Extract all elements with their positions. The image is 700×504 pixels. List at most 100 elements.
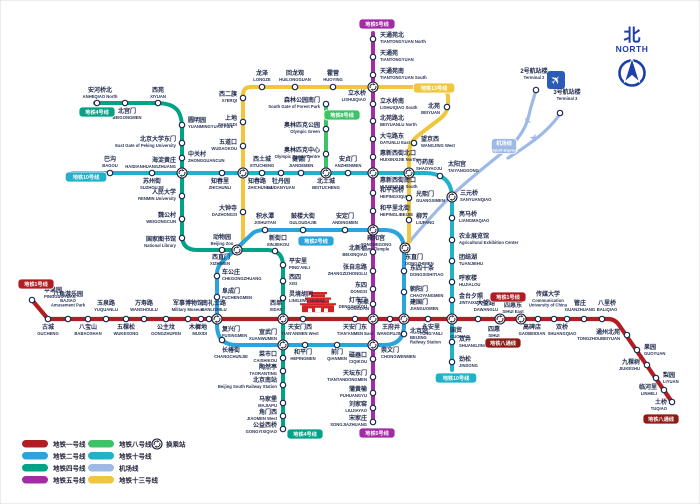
svg-text:地铁2号线: 地铁2号线 xyxy=(304,237,328,245)
svg-text:和平西桥: 和平西桥 xyxy=(379,186,405,194)
svg-text:苹果园: 苹果园 xyxy=(44,286,62,294)
svg-text:HUOYING: HUOYING xyxy=(323,77,343,82)
svg-text:阜成门: 阜成门 xyxy=(222,287,240,295)
legend-item: 地铁一号线 xyxy=(22,439,86,448)
legend-swatch-icon xyxy=(88,464,114,472)
svg-text:积水潭: 积水潭 xyxy=(256,212,274,220)
svg-text:GULOUDAJIE: GULOUDAJIE xyxy=(289,220,317,225)
svg-text:GUCHENG: GUCHENG xyxy=(37,331,58,336)
transfer-station-icon xyxy=(277,339,289,351)
svg-text:Olympic Sports Centre: Olympic Sports Centre xyxy=(275,154,321,159)
svg-text:SHAOYAOJU: SHAOYAOJU xyxy=(416,166,442,171)
svg-text:万寿路: 万寿路 xyxy=(134,299,154,307)
svg-text:果园: 果园 xyxy=(643,343,656,351)
svg-text:崇文门: 崇文门 xyxy=(381,346,399,354)
svg-text:太阳宫: 太阳宫 xyxy=(447,160,466,168)
svg-text:SHANGDI: SHANGDI xyxy=(218,122,237,127)
svg-text:八里桥: 八里桥 xyxy=(597,299,617,307)
svg-text:回龙观: 回龙观 xyxy=(286,69,304,77)
svg-text:东四: 东四 xyxy=(355,281,367,289)
svg-text:西直门: 西直门 xyxy=(212,253,230,261)
svg-text:XI'ERQI: XI'ERQI xyxy=(222,98,237,103)
svg-text:QIANMEN: QIANMEN xyxy=(327,356,347,361)
svg-text:大望路: 大望路 xyxy=(477,299,496,307)
svg-text:永安里: 永安里 xyxy=(421,323,440,331)
svg-text:BAJIAO: BAJIAO xyxy=(60,298,77,303)
svg-text:TIANTANDONGMEN: TIANTANDONGMEN xyxy=(327,377,367,382)
svg-text:菜市口: 菜市口 xyxy=(258,350,277,358)
legend-swatch-icon xyxy=(88,476,114,484)
svg-text:天安门东: 天安门东 xyxy=(343,323,367,331)
svg-text:西苑: 西苑 xyxy=(152,86,164,94)
svg-text:磁器口: 磁器口 xyxy=(349,351,367,359)
svg-text:DAWANGLU: DAWANGLU xyxy=(474,307,498,312)
svg-text:Beijing South Railway Station: Beijing South Railway Station xyxy=(218,384,278,389)
svg-text:安定门: 安定门 xyxy=(336,212,354,220)
line-label-box: 地铁2号线 xyxy=(297,235,335,247)
svg-text:安贞门: 安贞门 xyxy=(339,155,357,163)
svg-text:DATUNLU East: DATUNLU East xyxy=(380,140,411,145)
svg-text:南礼士路: 南礼士路 xyxy=(202,299,227,307)
svg-text:龙泽: 龙泽 xyxy=(256,69,268,77)
svg-text:和平里北街: 和平里北街 xyxy=(379,204,410,212)
svg-text:National Library: National Library xyxy=(144,243,177,248)
svg-text:立水桥: 立水桥 xyxy=(348,89,367,97)
svg-text:LISHUIQIAO: LISHUIQIAO xyxy=(342,97,367,102)
svg-text:望京西: 望京西 xyxy=(421,135,439,143)
svg-text:ZHONGGUANCUN: ZHONGGUANCUN xyxy=(188,158,225,163)
svg-text:安河桥北: 安河桥北 xyxy=(88,86,112,94)
svg-text:前门: 前门 xyxy=(331,348,343,356)
svg-text:GAOBEIDIAN: GAOBEIDIAN xyxy=(519,331,546,336)
svg-text:大屯路东: 大屯路东 xyxy=(380,132,404,140)
svg-text:灯市口: 灯市口 xyxy=(349,296,367,304)
svg-text:TONGZHOUBEIYUAN: TONGZHOUBEIYUAN xyxy=(577,336,620,341)
svg-text:玉泉路: 玉泉路 xyxy=(97,299,116,307)
line-label-box: 地铁八通线 xyxy=(642,413,680,425)
airport-direction-arrow-icon xyxy=(529,133,536,142)
transfer-station-icon xyxy=(211,313,223,325)
line-label-box: 地铁5号线 xyxy=(358,427,396,439)
svg-text:GONGZHUFEN: GONGZHUFEN xyxy=(151,331,181,336)
svg-text:WUDAOKOU: WUDAOKOU xyxy=(211,146,237,151)
svg-text:蒲黄榆: 蒲黄榆 xyxy=(349,385,368,393)
svg-text:TAORANTING: TAORANTING xyxy=(249,371,277,376)
svg-text:BEIGONGMEN: BEIGONGMEN xyxy=(112,115,141,120)
svg-text:劲松: 劲松 xyxy=(458,355,471,363)
svg-text:East Gate of Peking University: East Gate of Peking University xyxy=(115,143,176,148)
svg-text:RENMIN University: RENMIN University xyxy=(138,196,177,201)
svg-text:地铁8号线: 地铁8号线 xyxy=(330,111,354,119)
transfer-station-icon xyxy=(237,167,249,179)
svg-text:东四十条: 东四十条 xyxy=(410,264,435,272)
svg-text:DENGSHIKOU: DENGSHIKOU xyxy=(339,304,367,309)
legend-swatch-icon xyxy=(22,452,48,460)
